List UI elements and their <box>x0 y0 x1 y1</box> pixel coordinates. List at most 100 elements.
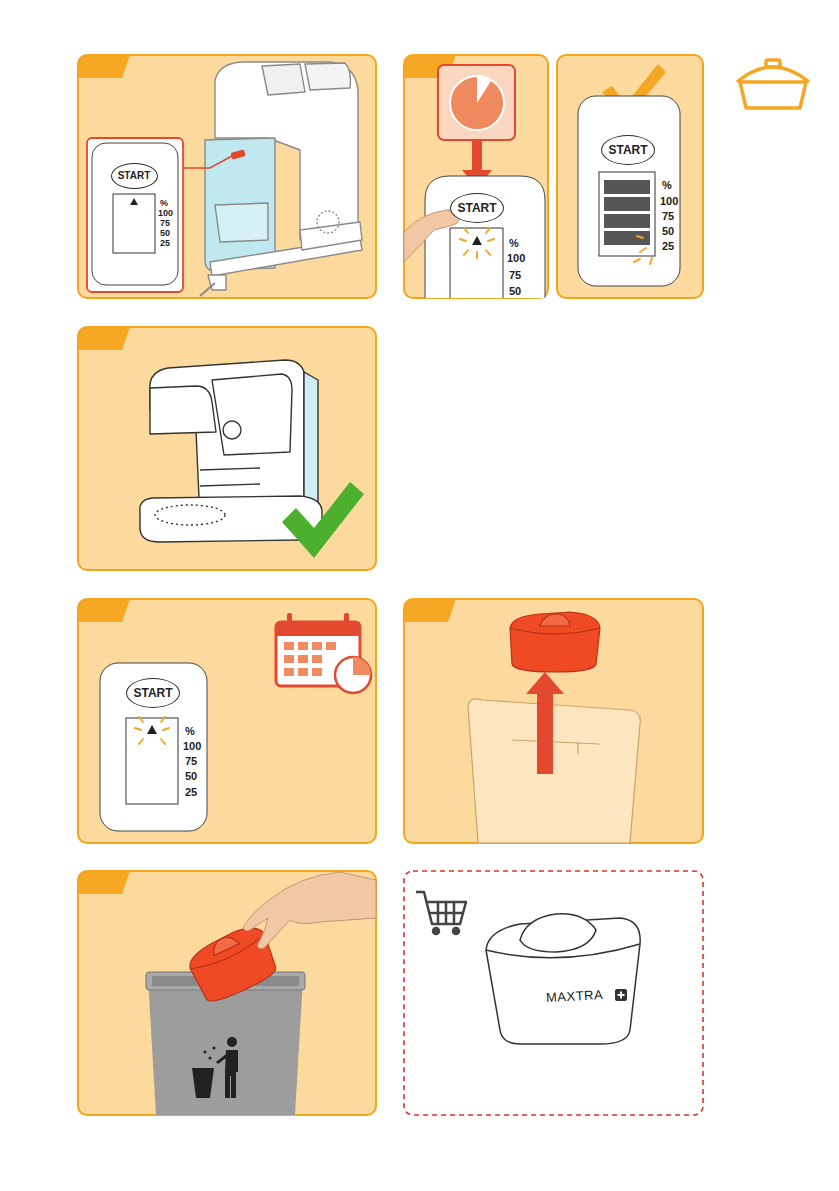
null <box>284 642 336 676</box>
water-tank <box>512 740 600 754</box>
level-scale: 50 <box>185 771 197 782</box>
cart-icon <box>416 892 466 924</box>
finger <box>404 210 460 262</box>
control-panel <box>472 236 482 245</box>
panel <box>404 871 703 1115</box>
step-tab <box>78 599 130 622</box>
control-panel <box>425 176 545 298</box>
cart-icon <box>416 892 466 934</box>
null <box>284 655 294 663</box>
null <box>192 1037 238 1098</box>
pot-icon <box>740 82 806 108</box>
button-label: START <box>457 202 496 214</box>
blink-rays <box>163 728 169 730</box>
button-label: START <box>133 687 172 699</box>
level-scale: % <box>185 726 195 737</box>
pot-icon <box>737 60 809 108</box>
coffee-machine <box>212 374 292 455</box>
control-panel <box>100 663 207 831</box>
level-scale: 100 <box>660 196 678 207</box>
control-panel <box>92 143 178 285</box>
panel <box>78 599 376 843</box>
cable <box>200 283 215 296</box>
control-panel <box>126 718 178 804</box>
blink-rays <box>486 228 490 233</box>
null <box>209 1057 212 1060</box>
blink-rays <box>161 739 165 744</box>
cable <box>200 283 215 296</box>
blink-rays <box>460 228 494 258</box>
timer-icon <box>450 76 504 130</box>
filter-cartridge <box>510 612 600 672</box>
control-panel <box>578 96 680 286</box>
null <box>204 1051 207 1054</box>
blink-rays <box>460 239 466 241</box>
blink-rays <box>650 258 652 264</box>
coffee-machine <box>155 505 225 525</box>
control-panel <box>87 138 183 292</box>
calendar-icon <box>287 613 292 627</box>
panel <box>78 871 376 1115</box>
control-panel <box>87 138 183 292</box>
filter-cartridge <box>540 614 570 626</box>
null <box>225 1050 238 1098</box>
control-panel <box>113 194 155 253</box>
coffee-machine <box>215 203 268 242</box>
blink-rays <box>139 717 143 722</box>
timer-icon <box>438 65 515 140</box>
coffee-machine <box>223 421 241 439</box>
blink-rays <box>161 717 165 722</box>
blink-rays <box>634 259 640 262</box>
level-scale: 50 <box>662 226 674 237</box>
start-button: START <box>601 135 655 165</box>
null <box>312 668 322 676</box>
panel <box>78 55 703 1115</box>
level-scale: 75 <box>160 219 170 228</box>
level-scale: 50 <box>160 229 170 238</box>
level-scale: 75 <box>662 211 674 222</box>
pot-icon <box>737 67 809 82</box>
null <box>312 642 322 650</box>
null <box>312 655 322 663</box>
blink-rays <box>476 252 478 258</box>
button-label: START <box>608 144 647 156</box>
level-scale: % <box>662 180 672 191</box>
filter-cartridge <box>209 933 239 956</box>
water-tank <box>468 699 640 843</box>
control-panel <box>604 180 650 194</box>
filter-cartridge <box>520 914 596 952</box>
control-panel <box>599 172 655 256</box>
fill-marker <box>230 149 245 159</box>
blink-rays <box>634 236 652 264</box>
blink-rays <box>139 739 143 744</box>
control-panel <box>100 663 207 831</box>
step-tab <box>78 55 456 894</box>
start-button: START <box>111 163 158 189</box>
control-panel <box>130 198 138 205</box>
coffee-machine <box>317 211 339 233</box>
step-tab <box>78 55 130 78</box>
level-scale: % <box>509 238 519 249</box>
blink-rays <box>640 248 646 252</box>
level-scale: 75 <box>509 270 521 281</box>
start-button: START <box>126 678 180 708</box>
level-scale: 75 <box>185 756 197 767</box>
calendar-icon <box>344 613 349 627</box>
blink-rays <box>488 239 494 241</box>
null <box>227 1037 237 1047</box>
control-panel <box>147 725 157 734</box>
level-scale: 100 <box>183 741 201 752</box>
null <box>298 642 308 650</box>
blink-rays <box>135 728 141 730</box>
coffee-machine <box>262 64 305 95</box>
timer-icon <box>477 77 491 103</box>
level-scale: 50 <box>509 286 521 297</box>
coffee-machine <box>205 62 362 290</box>
control-panel <box>425 176 545 298</box>
level-scale: 100 <box>158 209 173 218</box>
coffee-machine <box>205 138 275 270</box>
level-scale: 25 <box>160 239 170 248</box>
coffee-machine <box>150 386 216 434</box>
cart-icon <box>453 928 459 934</box>
